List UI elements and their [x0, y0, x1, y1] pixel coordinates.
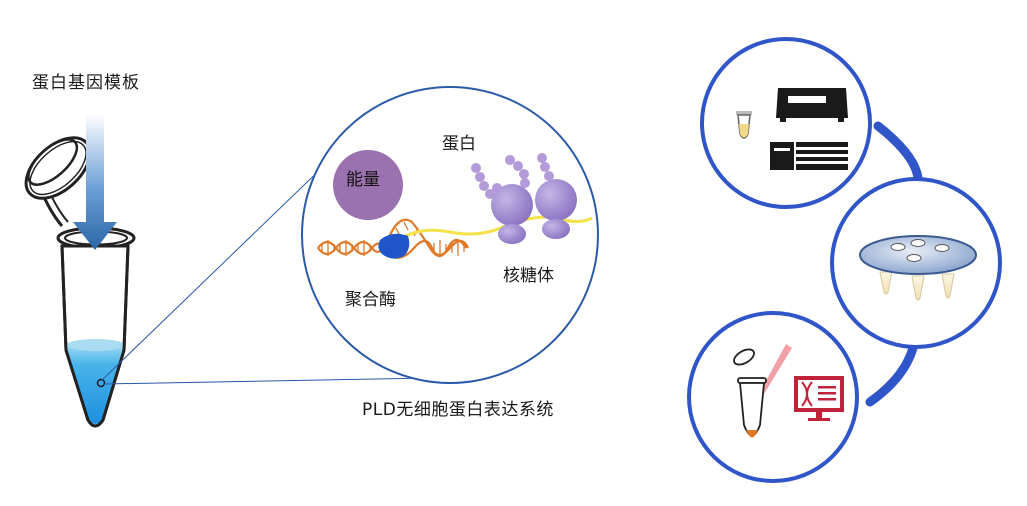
- protein-label: 蛋白: [442, 134, 476, 154]
- ribosome-cluster: [471, 153, 577, 244]
- energy-circle: [333, 150, 403, 220]
- energy-label: 能量: [346, 170, 380, 190]
- polymerase-shape: [378, 233, 410, 259]
- workflow-circle-top: [700, 37, 872, 209]
- down-arrow-icon: [73, 114, 117, 250]
- lab-instrument-icon: [770, 88, 848, 170]
- zoom-lines: [101, 159, 431, 385]
- small-tube-icon: [736, 111, 752, 139]
- chain-connectors: [865, 121, 923, 407]
- tube-with-pipette-icon: [733, 344, 792, 438]
- system-caption: PLD无细胞蛋白表达系统: [362, 400, 554, 420]
- polymerase-label: 聚合酶: [345, 290, 396, 310]
- gene-template-label: 蛋白基因模板: [32, 73, 140, 93]
- microcentrifuge-tube-icon: [24, 136, 136, 428]
- ribosome-label: 核糖体: [503, 266, 554, 286]
- workflow-circle-bottom: [687, 311, 859, 483]
- dna-monitor-icon: [794, 376, 844, 421]
- reaction-plate-icon: [859, 235, 977, 301]
